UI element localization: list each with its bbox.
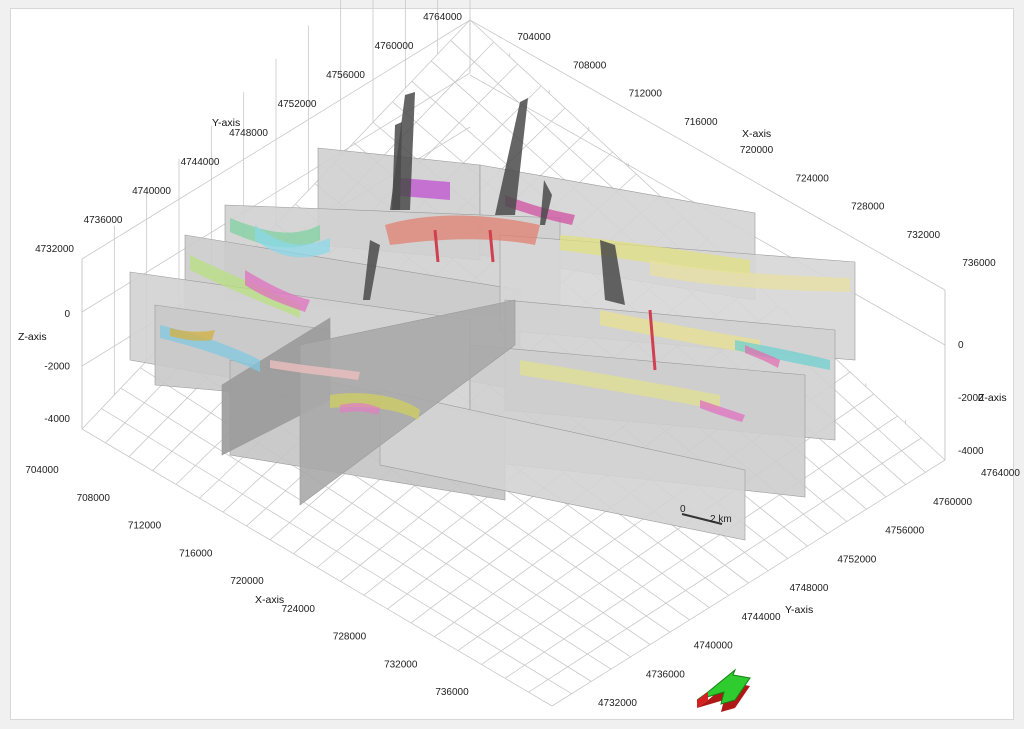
x-axis-tick-bottom: 716000	[179, 548, 213, 559]
y-axis-tick-bottom: 4760000	[933, 497, 972, 508]
scale-bar-end: 2 km	[710, 514, 732, 525]
x-axis-tick-top: 712000	[629, 89, 663, 100]
strata-band	[190, 255, 300, 318]
strata-band	[735, 340, 830, 370]
x-axis-label-bottom: X-axis	[255, 594, 284, 606]
y-axis-tick-top: 4756000	[326, 70, 365, 81]
fault-spike	[540, 180, 552, 225]
z-axis-tick-left: -4000	[44, 414, 70, 425]
strata-band	[270, 360, 360, 380]
fault-spike	[600, 240, 625, 305]
y-axis-tick-top: 4732000	[35, 244, 74, 255]
cross-sections	[129, 92, 856, 541]
y-axis-tick-top: 4740000	[132, 186, 171, 197]
strata-band	[700, 400, 745, 422]
x-axis-tick-bottom: 708000	[77, 493, 111, 504]
y-axis-tick-bottom: 4740000	[694, 641, 733, 652]
fault-spike	[363, 240, 380, 300]
y-axis-tick-bottom: 4764000	[981, 468, 1020, 479]
y-axis-tick-top: 4748000	[229, 128, 268, 139]
y-axis-tick-top: 4752000	[278, 99, 317, 110]
strata-band	[520, 360, 720, 410]
diapir-line	[488, 229, 495, 263]
strata-band	[255, 225, 330, 258]
y-axis-tick-top: 4764000	[423, 12, 462, 23]
y-axis-tick-bottom: 4748000	[790, 583, 829, 594]
direction-arrow-icon[interactable]	[696, 668, 751, 712]
x-axis-tick-bottom: 720000	[230, 576, 264, 587]
x-axis-tick-bottom: 732000	[384, 659, 418, 670]
x-axis-label-top: X-axis	[742, 128, 771, 140]
x-axis-tick-top: 732000	[907, 230, 941, 241]
z-axis-tick-left: 0	[64, 309, 70, 320]
strata-band	[340, 403, 380, 415]
scale-bar-start: 0	[680, 504, 686, 515]
strata-band	[400, 178, 450, 200]
x-axis-tick-bottom: 704000	[25, 465, 59, 476]
x-axis-tick-top: 704000	[517, 32, 551, 43]
strata-band	[170, 328, 215, 341]
z-axis-tick-right: -4000	[958, 446, 984, 457]
x-axis-tick-top: 720000	[740, 145, 774, 156]
x-axis-tick-bottom: 728000	[333, 632, 367, 643]
x-axis-tick-bottom: 712000	[128, 521, 162, 532]
strata-band	[385, 215, 540, 245]
x-axis-tick-top: 736000	[962, 258, 996, 269]
z-axis-tick-right: -2000	[958, 393, 984, 404]
scale-bar: 0 2 km	[680, 504, 732, 525]
z-axis-tick-left: -2000	[44, 362, 70, 373]
x-axis-tick-top: 724000	[795, 173, 829, 184]
x-axis-tick-bottom: 724000	[282, 604, 316, 615]
y-axis-tick-bottom: 4744000	[742, 612, 781, 623]
z-axis-label-right: Z-axis	[978, 392, 1007, 404]
fault-spike	[392, 122, 402, 210]
y-axis-label-bottom: Y-axis	[785, 604, 813, 616]
strata-band	[245, 270, 310, 312]
cross-section-panel	[299, 299, 516, 506]
z-axis-label-left: Z-axis	[18, 331, 47, 343]
y-axis-tick-bottom: 4736000	[646, 669, 685, 680]
y-axis-tick-bottom: 4732000	[598, 698, 637, 709]
y-axis-tick-bottom: 4752000	[837, 554, 876, 565]
fault-spike	[495, 98, 528, 215]
y-axis-label-top: Y-axis	[212, 117, 240, 129]
strata-band	[505, 195, 575, 225]
x-axis-tick-top: 716000	[684, 117, 718, 128]
x-axis-tick-top: 708000	[573, 60, 607, 71]
y-axis-tick-top: 4760000	[375, 41, 414, 52]
diapir-line	[433, 229, 440, 263]
axis-ticks: 4764000 4760000 4756000 4752000 4748000 47440…	[25, 12, 1020, 709]
y-axis-tick-top: 4736000	[84, 215, 123, 226]
x-axis-tick-top: 728000	[851, 202, 885, 213]
strata-band	[745, 345, 780, 368]
x-axis-tick-bottom: 736000	[435, 687, 469, 698]
strata-band	[650, 260, 850, 292]
strata-band	[600, 310, 760, 355]
z-axis-tick-right: 0	[958, 340, 964, 351]
diapir-line	[648, 309, 657, 371]
strata-band	[230, 218, 320, 248]
y-axis-tick-top: 4744000	[181, 157, 220, 168]
y-axis-tick-bottom: 4756000	[885, 526, 924, 537]
